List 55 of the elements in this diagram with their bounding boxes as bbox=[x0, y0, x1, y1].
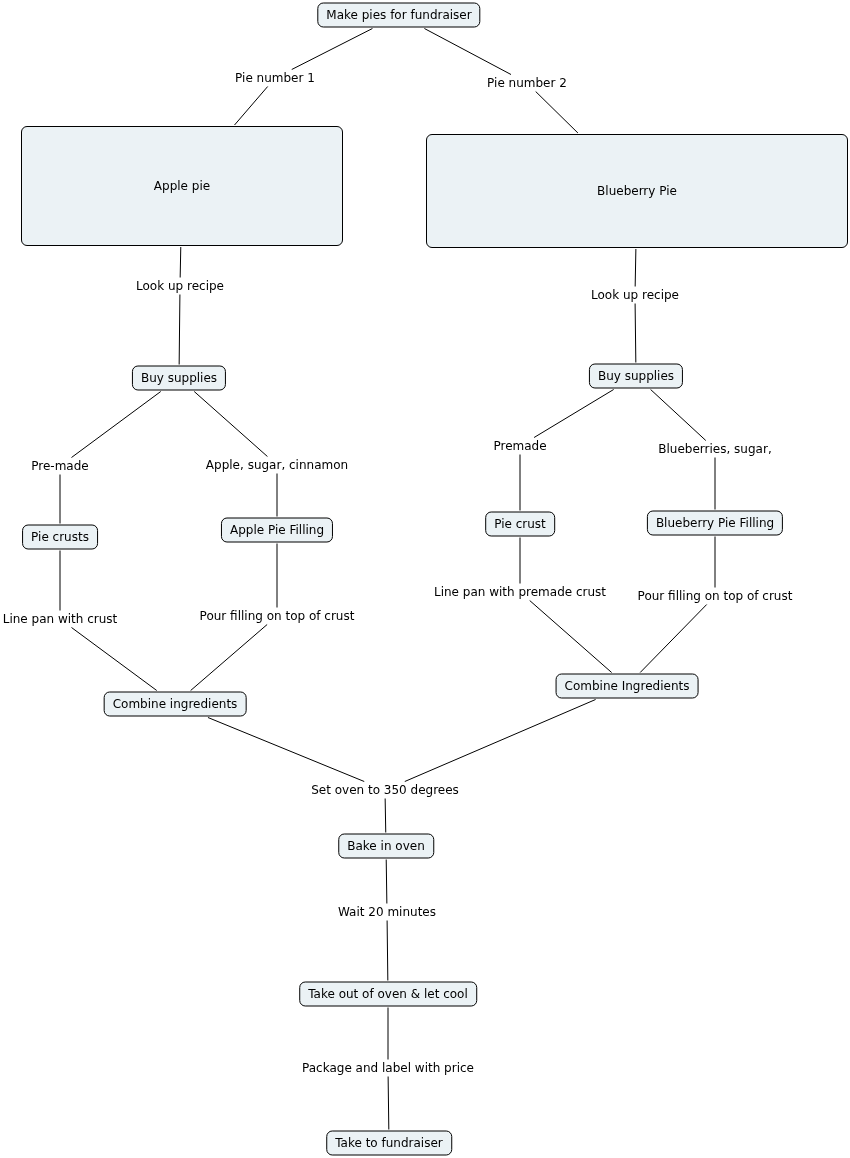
connector-line bbox=[387, 1007, 389, 1060]
concept-box: Make pies for fundraiser bbox=[317, 2, 481, 28]
connector-line bbox=[423, 28, 512, 75]
link-label: Look up recipe bbox=[589, 287, 681, 303]
concept-box: Bake in oven bbox=[338, 833, 434, 859]
link-label: Pour filling on top of crust bbox=[635, 588, 795, 604]
link-label: Blueberries, sugar, bbox=[656, 441, 774, 457]
connector-line bbox=[529, 600, 613, 673]
connector-line bbox=[179, 246, 182, 278]
link-label: Pour filling on top of crust bbox=[197, 608, 357, 624]
connector-line bbox=[178, 294, 181, 365]
connector-line bbox=[234, 86, 269, 126]
concept-box: Apple pie bbox=[21, 126, 343, 246]
link-label: Package and label with price bbox=[300, 1060, 476, 1076]
link-label: Look up recipe bbox=[134, 278, 226, 294]
concept-box: Buy supplies bbox=[131, 365, 227, 391]
concept-box: Buy supplies bbox=[588, 363, 684, 389]
connector-line bbox=[533, 389, 615, 438]
concept-box: Combine ingredients bbox=[103, 691, 247, 717]
concept-box: Pie crusts bbox=[22, 524, 98, 550]
link-label: Apple, sugar, cinnamon bbox=[203, 457, 351, 473]
connector-line bbox=[634, 303, 637, 363]
concept-box: Blueberry Pie Filling bbox=[646, 510, 784, 536]
connector-line bbox=[714, 536, 716, 588]
concept-box: Take to fundraiser bbox=[326, 1130, 452, 1156]
connector-line bbox=[59, 550, 61, 611]
connector-line bbox=[387, 1076, 390, 1130]
connector-line bbox=[207, 717, 365, 782]
connector-line bbox=[519, 537, 521, 584]
connector-line bbox=[404, 699, 597, 782]
connector-line bbox=[59, 474, 61, 524]
connector-line bbox=[386, 920, 389, 981]
concept-box: Combine Ingredients bbox=[555, 673, 699, 699]
connector-line bbox=[384, 798, 387, 833]
connector-line bbox=[291, 28, 373, 70]
connector-line bbox=[634, 248, 637, 287]
concept-box: Blueberry Pie bbox=[426, 134, 848, 248]
link-label: Set oven to 350 degrees bbox=[309, 782, 461, 798]
connector-line bbox=[714, 457, 716, 510]
connector-line bbox=[71, 391, 162, 458]
connector-line bbox=[276, 473, 278, 517]
connector-line bbox=[71, 627, 158, 691]
concept-box: Take out of oven & let cool bbox=[299, 981, 477, 1007]
connector-line bbox=[535, 91, 579, 134]
connector-line bbox=[650, 389, 707, 441]
concept-box: Pie crust bbox=[485, 511, 555, 537]
link-label: Pie number 2 bbox=[485, 75, 569, 91]
connector-line bbox=[519, 454, 521, 511]
connector-line bbox=[193, 391, 268, 457]
connector-line bbox=[385, 859, 388, 904]
link-label: Line pan with crust bbox=[0, 611, 120, 627]
connector-line bbox=[190, 624, 268, 691]
connector-line bbox=[639, 604, 708, 673]
connector-line bbox=[276, 543, 278, 608]
concept-box: Apple Pie Filling bbox=[220, 517, 334, 543]
